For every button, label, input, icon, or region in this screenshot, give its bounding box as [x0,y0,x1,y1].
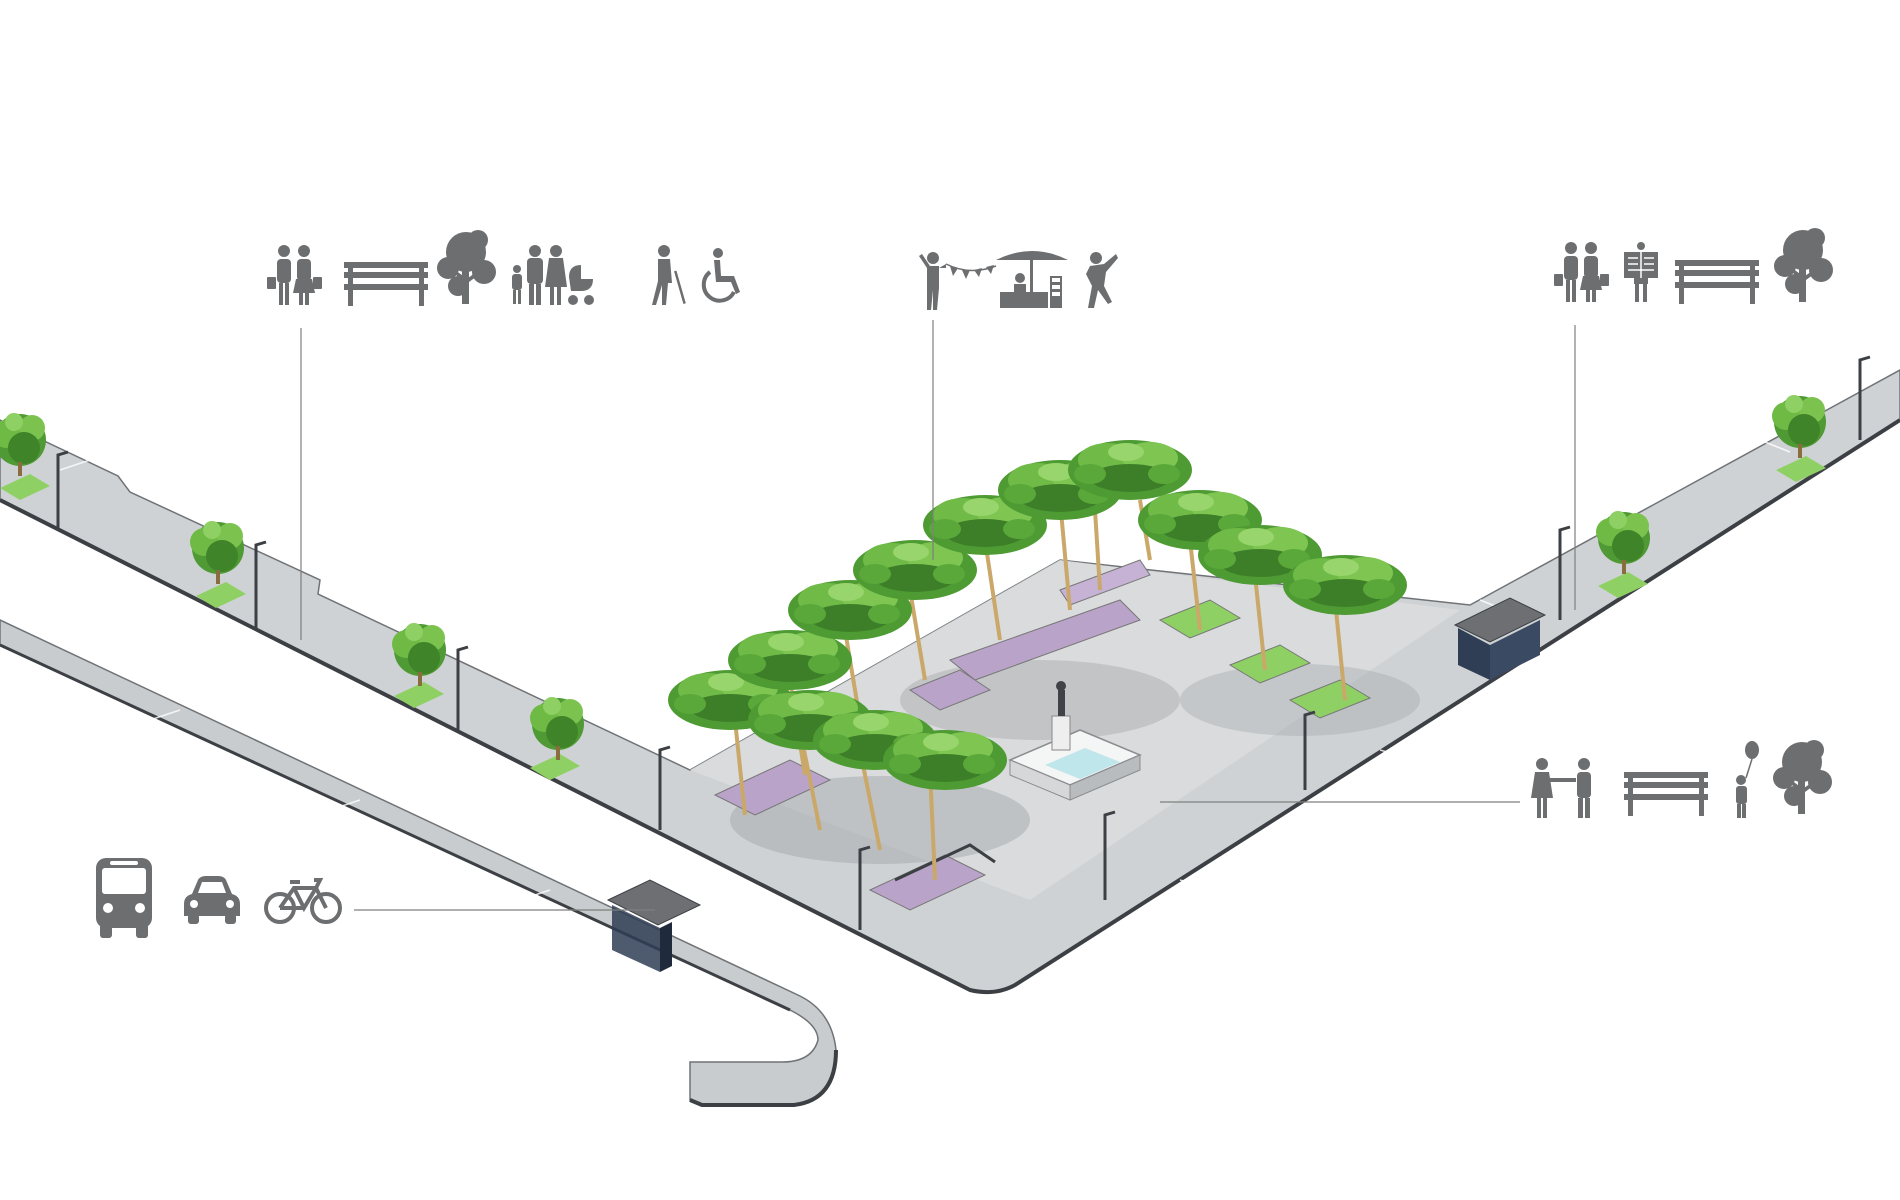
kiosk-east [1453,597,1547,680]
tree-icon [1773,740,1832,814]
family-with-stroller-icon [512,245,594,305]
callout-plaza-canopy [919,251,1118,310]
bench-icon [344,262,428,306]
callout-plaza-open [1531,740,1832,818]
newspaper-reader-icon [1624,242,1658,302]
fountain-statue [1008,681,1142,801]
bicycle-icon [264,878,342,924]
pine-canopy [668,440,1407,881]
couple-holding-hands-icon [1531,758,1591,818]
callout-east-sidewalk [1554,228,1833,304]
wheelchair-icon [701,248,740,303]
festival-bunting-icon [919,252,997,310]
callout-west-sidewalk [267,230,740,306]
dancer-icon [1086,252,1118,308]
shopping-couple-icon [1554,242,1609,302]
callout-transit [96,858,342,938]
market-stall-icon [996,251,1068,308]
bench-icon [1624,772,1708,816]
elderly-with-cane-icon [652,245,686,305]
tree-icon [437,230,496,304]
bench-icon [1675,260,1759,304]
street-trees [0,395,1826,780]
bus-icon [96,858,152,938]
bus-shelter-south [606,879,702,972]
shopping-couple-icon [267,245,322,305]
leader-lines [300,320,1576,911]
car-icon [184,876,240,924]
tree-icon [1774,228,1833,302]
street-lamps [56,355,1871,930]
child-with-balloon-icon [1736,741,1759,818]
